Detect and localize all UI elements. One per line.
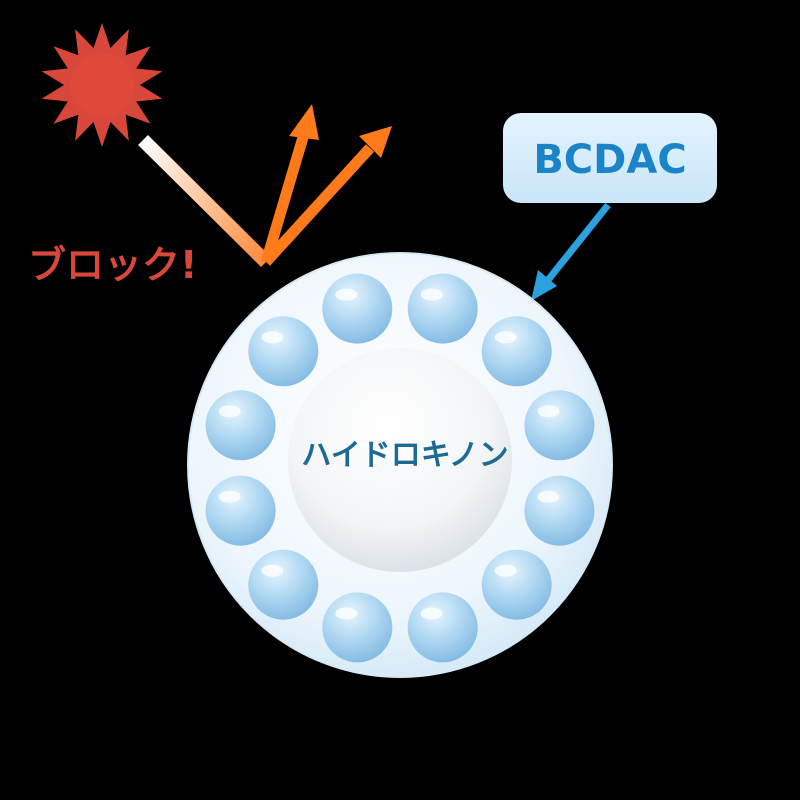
- pointer-arrow: [531, 202, 611, 301]
- core-label: ハイドロキノン: [301, 438, 508, 473]
- bead-ring: [205, 273, 595, 663]
- bead-icon: [407, 592, 478, 663]
- reflected-arrow-shaft-1: [260, 132, 310, 264]
- bead-highlight: [494, 564, 517, 577]
- bead-highlight: [420, 607, 443, 620]
- sun-disc: [70, 53, 134, 117]
- reflected-uv-arrows: [260, 104, 392, 266]
- bead-highlight: [537, 490, 560, 503]
- bead-highlight: [261, 331, 284, 344]
- pointer-arrow-head: [531, 270, 557, 301]
- bead-highlight: [494, 331, 517, 344]
- sun-icon: [41, 23, 163, 147]
- block-label: ブロック!: [28, 243, 197, 287]
- bead-icon: [524, 475, 595, 546]
- bead-icon: [205, 475, 276, 546]
- bead-highlight: [335, 288, 358, 301]
- bead-highlight: [218, 490, 241, 503]
- pointer-arrow-shaft: [545, 202, 611, 283]
- bead-icon: [481, 549, 552, 620]
- bead-icon: [248, 549, 319, 620]
- incoming-uv-ray: [138, 135, 271, 267]
- hydroquinone-core: [288, 348, 512, 572]
- capsule-tag-box: [503, 113, 717, 203]
- bead-highlight: [261, 564, 284, 577]
- bead-icon: [248, 316, 319, 387]
- bead-icon: [524, 390, 595, 461]
- bead-highlight: [537, 405, 560, 418]
- bead-icon: [322, 273, 393, 344]
- bead-highlight: [420, 288, 443, 301]
- reflected-arrow-shaft-2: [261, 144, 375, 266]
- capsule-tag: BCDAC: [503, 113, 717, 203]
- bead-highlight: [335, 607, 358, 620]
- bead-icon: [205, 390, 276, 461]
- bead-icon: [322, 592, 393, 663]
- capsule-tag-label: BCDAC: [533, 137, 686, 183]
- bead-highlight: [218, 405, 241, 418]
- bead-icon: [407, 273, 478, 344]
- bead-icon: [481, 316, 552, 387]
- reflected-arrow-head-2: [359, 126, 392, 158]
- reflected-arrow-head-1: [289, 104, 319, 140]
